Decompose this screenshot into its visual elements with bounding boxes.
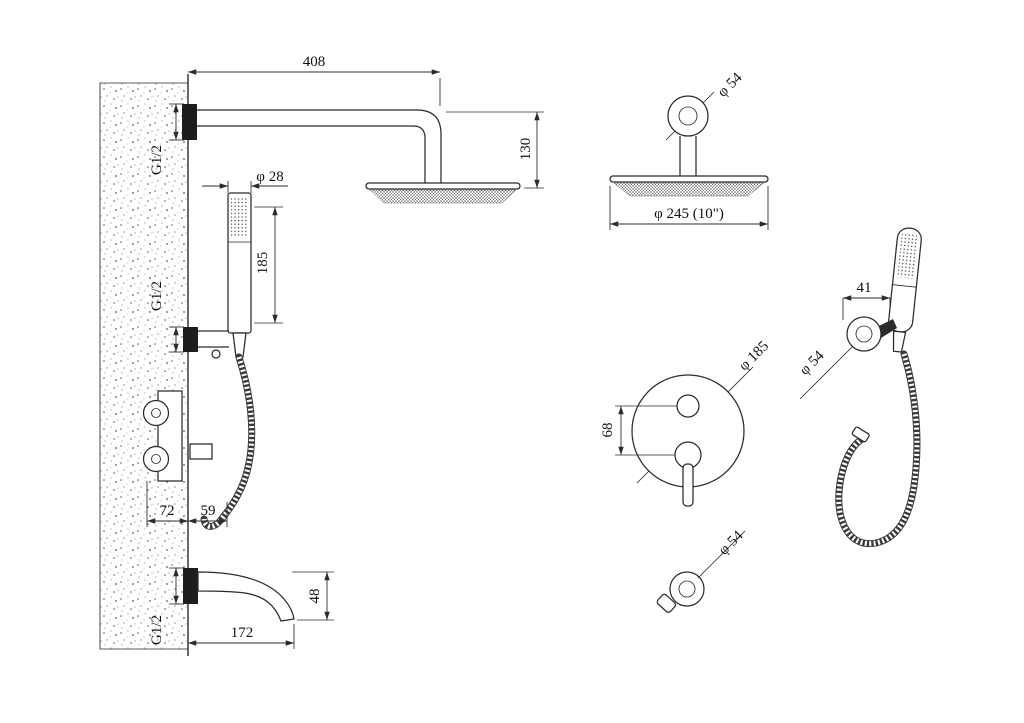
- spout-body: [197, 571, 295, 622]
- wall-texture: [100, 83, 188, 649]
- hose-end-fitting: [851, 426, 870, 443]
- bracket-knob: [211, 349, 221, 359]
- rain-head-side: [365, 182, 521, 204]
- holder-clamp: [877, 319, 897, 338]
- hand-shower-detail: φ 54: [797, 227, 922, 548]
- hose: [200, 353, 256, 530]
- spout-wall-flange: [183, 568, 198, 604]
- dimension-130: 130: [446, 111, 544, 189]
- head-spray-face: [613, 182, 765, 197]
- thread-label: G1/2: [149, 281, 165, 311]
- mixer-face-detail: φ 185: [631, 338, 772, 507]
- dimension-label: 172: [231, 625, 254, 641]
- dimension-185: 185: [254, 206, 283, 324]
- dimension-label: 41: [857, 280, 872, 296]
- dimension-label: 185: [255, 252, 271, 275]
- dimension-408: 408: [188, 54, 441, 106]
- hand-shower-wand: [888, 227, 922, 353]
- dimension-label: 130: [518, 138, 534, 161]
- mixer-valve-side: [142, 390, 213, 482]
- hand-shower-spray-dots: [231, 198, 248, 238]
- dimension-label: 68: [600, 423, 616, 438]
- dimension-label: 408: [303, 54, 326, 70]
- arm-connector-inner: [678, 106, 698, 126]
- thread-callout-bracket: G1/2: [149, 281, 184, 353]
- mixer-handle-lever: [682, 463, 694, 507]
- diameter-label: φ 54: [797, 347, 828, 378]
- hand-shower-hose-side: [200, 353, 256, 530]
- dimension-172: 172: [188, 624, 295, 649]
- connector-inner: [678, 580, 696, 598]
- holder-escutcheon-inner: [855, 325, 873, 343]
- holder-escutcheon-outer: [846, 316, 882, 352]
- dimension-label: 48: [307, 589, 323, 604]
- head-cap: [365, 182, 521, 190]
- hand-shower-side: [227, 192, 252, 334]
- dimension-label: 72: [160, 503, 175, 519]
- arm-outer-line: [197, 109, 442, 183]
- thread-label: G1/2: [149, 145, 165, 175]
- dimension-72-59: 72 59: [146, 481, 228, 527]
- dimension-41: 41: [842, 280, 891, 320]
- mixer-knob-bottom-hub: [151, 454, 161, 464]
- hose-fitting-cone: [232, 332, 247, 358]
- connector-nub: [656, 593, 677, 613]
- dimension-dia245: φ 245 (10"): [609, 186, 769, 230]
- leader-line: [799, 345, 854, 400]
- diameter-label: φ 54: [715, 69, 746, 100]
- spout-connector-detail: φ 54: [656, 527, 747, 613]
- head-cap: [609, 175, 769, 183]
- hose-ribs: [201, 356, 255, 529]
- wall-outline: [99, 82, 188, 650]
- arm-connector-outer: [667, 95, 709, 137]
- thread-callout-arm: G1/2: [149, 103, 184, 175]
- bracket-wall-flange: [183, 327, 198, 352]
- arm-wall-flange: [182, 104, 197, 140]
- mixer-knob-top-hub: [151, 408, 161, 418]
- dimension-label: φ 245 (10"): [654, 206, 724, 222]
- wand-seam: [892, 284, 917, 288]
- mixer-outlet-fitting: [189, 443, 213, 460]
- arm-inner-line: [197, 125, 426, 183]
- wand-hose-cone: [892, 330, 907, 353]
- diameter-label: φ 185: [736, 338, 772, 374]
- connector-outer: [669, 571, 705, 607]
- dimension-dia28: φ 28: [202, 169, 288, 193]
- thread-label: G1/2: [149, 615, 165, 645]
- mixer-knob-bottom: [142, 445, 170, 473]
- diverter-knob: [676, 394, 700, 418]
- leader-line: [697, 530, 746, 579]
- diameter-label: φ 54: [716, 527, 747, 558]
- mixer-knob-top: [142, 399, 170, 427]
- spout-side: [183, 568, 295, 622]
- dimension-label: φ 28: [256, 169, 283, 185]
- shower-arm-side: [182, 104, 442, 183]
- dimension-68: 68: [600, 405, 677, 456]
- head-spray-face: [369, 189, 517, 204]
- wall-section: [99, 74, 189, 656]
- dimension-48: 48: [292, 571, 334, 621]
- hose-ribs: [836, 353, 920, 547]
- wand-spray-dots: [897, 233, 918, 279]
- rain-head-detail: φ 54: [609, 69, 769, 197]
- dimension-label: 59: [201, 503, 216, 519]
- wall-bracket-side: [183, 327, 247, 359]
- thread-callout-spout: G1/2: [149, 567, 184, 645]
